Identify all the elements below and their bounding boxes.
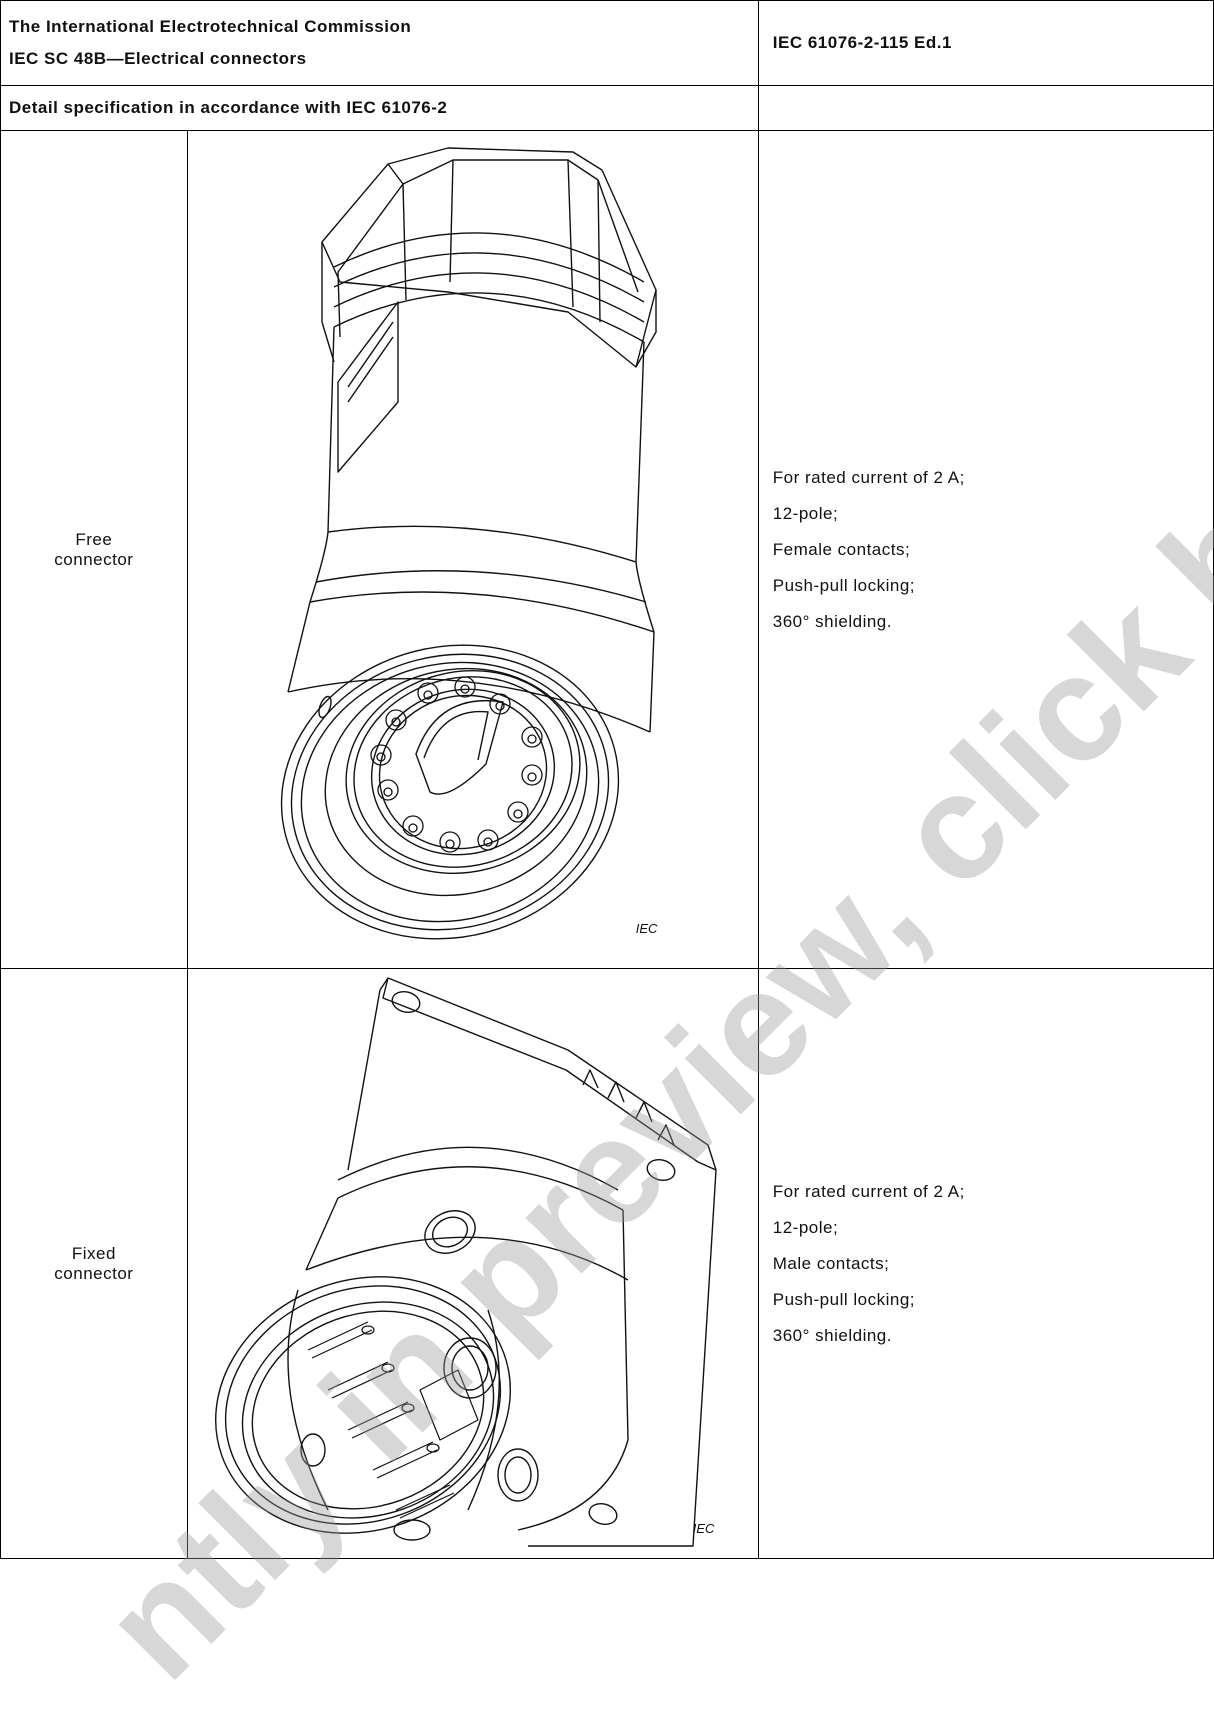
fixed-connector-drawing-icon — [214, 976, 717, 1547]
free-connector-figure: IEC — [186, 130, 759, 969]
spec-line: Push-pull locking; — [772, 1289, 916, 1309]
spec-line: For rated current of 2 A; — [772, 1181, 965, 1201]
committee-name: IEC SC 48B—Electrical connectors — [9, 49, 307, 68]
organization-cell: The International Electrotechnical Commi… — [0, 0, 759, 86]
detail-spec-title: Detail specification in accordance with … — [0, 85, 759, 131]
fixed-connector-label: Fixed connector — [0, 968, 188, 1559]
spec-line: For rated current of 2 A; — [772, 467, 965, 487]
free-connector-drawing-icon — [280, 146, 657, 940]
label-line: connector — [54, 549, 134, 569]
spec-line: Male contacts; — [772, 1253, 890, 1273]
spec-line: Female contacts; — [772, 539, 911, 559]
free-connector-label: Free connector — [0, 130, 188, 969]
fixed-connector-description: For rated current of 2 A; 12-pole; Male … — [757, 968, 1214, 1559]
empty-cell — [757, 85, 1214, 131]
document-page: The International Electrotechnical Commi… — [0, 0, 1214, 1559]
header-row: The International Electrotechnical Commi… — [0, 0, 1214, 86]
label-line: Fixed — [71, 1243, 116, 1263]
spec-table: The International Electrotechnical Commi… — [0, 0, 1214, 1559]
organization-name: The International Electrotechnical Commi… — [9, 17, 412, 36]
fixed-connector-figure: IEC — [186, 968, 759, 1559]
fixed-connector-row: Fixed connector — [0, 968, 1214, 1559]
free-connector-description: For rated current of 2 A; 12-pole; Femal… — [757, 130, 1214, 969]
spec-line: 360° shielding. — [772, 1325, 892, 1345]
iec-figure-tag: IEC — [692, 1521, 715, 1536]
spec-line: 360° shielding. — [772, 611, 892, 631]
document-id: IEC 61076-2-115 Ed.1 — [757, 0, 1214, 86]
spec-line: 12-pole; — [772, 1217, 839, 1237]
spec-line: Push-pull locking; — [772, 575, 916, 595]
free-connector-row: Free connector — [0, 130, 1214, 969]
detail-spec-row: Detail specification in accordance with … — [0, 85, 1214, 131]
label-line: connector — [54, 1263, 134, 1283]
iec-figure-tag: IEC — [635, 921, 658, 936]
label-line: Free — [75, 529, 113, 549]
spec-line: 12-pole; — [772, 503, 839, 523]
